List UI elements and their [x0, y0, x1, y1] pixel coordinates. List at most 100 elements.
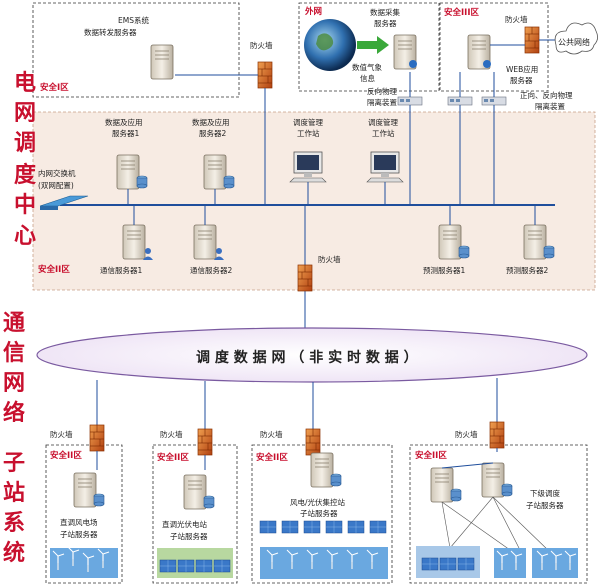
reverse-iso-label: 反向物理 [367, 86, 397, 96]
forecast-server1-label: 预测服务器1 [423, 265, 465, 275]
substation-server-icon [310, 452, 334, 488]
database-icon [223, 175, 235, 189]
data-server1-label: 数据及应用 [105, 117, 143, 127]
comm-server2-label: 通信服务器2 [190, 265, 232, 275]
zone1-box [32, 2, 240, 98]
firewall-icon [489, 421, 505, 449]
substation-server-icon [183, 474, 207, 510]
isolation-device-icon [481, 96, 507, 106]
firewall-icon [305, 428, 321, 456]
svg-text:网: 网 [14, 100, 36, 126]
switch-label: 内网交换机 [38, 168, 76, 178]
database-icon [203, 495, 215, 509]
substation-server-icon [481, 462, 505, 498]
zone-label-3: 安全III区 [444, 7, 479, 18]
zone-label-2: 安全II区 [38, 264, 70, 275]
web-label: WEB应用 [506, 64, 538, 74]
collect-label-2: 服务器 [374, 18, 397, 28]
zone-label: 安全II区 [50, 450, 82, 461]
zone-label: 安全II区 [415, 450, 447, 461]
data-server2-label: 数据及应用 [192, 117, 230, 127]
svg-text:中: 中 [14, 192, 36, 218]
data-server-icon [116, 154, 140, 190]
lower-dispatch-image [416, 546, 578, 578]
ems-server-icon [150, 44, 174, 80]
side-label-comm-network: 通 信 网 络 [3, 310, 25, 426]
substation-label: 风电/光伏集控站 [290, 497, 346, 507]
dispatch-network-label: 调 度 数 据 网 （ 非 实 时 数 据 ） [196, 349, 418, 366]
fwd-rev-iso-label-2: 隔离装置 [535, 101, 565, 111]
database-icon [501, 483, 513, 497]
zone-label: 安全II区 [157, 452, 189, 463]
database-icon [136, 175, 148, 189]
database-icon [93, 493, 105, 507]
ems-label: EMS系统 [118, 15, 149, 25]
zone-label: 安全II区 [256, 452, 288, 463]
forecast-server-icon [523, 224, 547, 260]
comm-server-icon [193, 224, 217, 260]
comm-server-icon [122, 224, 146, 260]
svg-text:子: 子 [3, 450, 25, 476]
svg-text:统: 统 [3, 540, 25, 566]
firewall-icon [524, 26, 540, 54]
substation-server-icon [430, 467, 454, 503]
database-icon [543, 245, 555, 259]
database-icon [458, 245, 470, 259]
firewall-label: 防火墙 [50, 429, 73, 439]
public-net-label: 公共网络 [558, 37, 590, 47]
zone-label: 安全I区 [40, 82, 69, 93]
forecast-server-icon [438, 224, 462, 260]
firewall-label: 防火墙 [160, 429, 183, 439]
wind-farm-image [50, 546, 118, 578]
firewall-label: 防火墙 [455, 429, 478, 439]
collect-label: 数据采集 [370, 7, 400, 17]
reverse-iso-label-2: 隔离装置 [367, 97, 397, 107]
svg-text:站: 站 [3, 480, 25, 506]
globe-mini-icon [483, 60, 491, 68]
substation-label: 直调风电场 [60, 517, 98, 527]
svg-text:调: 调 [14, 130, 36, 156]
switch-label-2: (双网配置) [38, 181, 74, 190]
globe-mini-icon [409, 60, 417, 68]
weather-label-2: 信息 [360, 73, 375, 83]
firewall-icon [89, 424, 105, 452]
dispatch-zone2-box [32, 111, 596, 291]
ws1-label-2: 工作站 [297, 128, 320, 138]
ws2-label-2: 工作站 [372, 128, 395, 138]
svg-text:心: 心 [14, 223, 36, 249]
svg-text:络: 络 [3, 400, 25, 426]
firewall-icon [297, 264, 313, 292]
svg-text:电: 电 [14, 70, 36, 96]
web-label-2: 服务器 [510, 75, 533, 85]
database-icon [450, 488, 462, 502]
isolation-device-icon [447, 96, 473, 106]
comm-server1-label: 通信服务器1 [100, 265, 142, 275]
firewall-label: 防火墙 [250, 40, 273, 50]
svg-text:通: 通 [3, 310, 25, 336]
firewall-icon [197, 428, 213, 456]
side-label-substation-system: 子 站 系 统 [3, 450, 25, 566]
data-server2-label-2: 服务器2 [199, 128, 226, 138]
isolation-device-icon [397, 96, 423, 106]
substation-label-2: 子站服务器 [60, 529, 98, 539]
substation-label: 直调光伏电站 [162, 519, 207, 529]
svg-text:度: 度 [14, 162, 37, 188]
substation-label-2: 子站服务器 [170, 531, 208, 541]
zone-label-external: 外网 [304, 6, 322, 17]
cloud-icon [554, 22, 598, 55]
solar-plant-image [157, 548, 233, 578]
arrow-icon [357, 36, 389, 54]
substation-label: 下级调度 [530, 488, 560, 498]
forecast-server2-label: 预测服务器2 [506, 265, 548, 275]
wind-solar-grid-image [259, 520, 388, 579]
data-server1-label-2: 服务器1 [112, 128, 139, 138]
side-label-dispatch-center: 电 网 调 度 中 心 [14, 70, 37, 249]
svg-text:系: 系 [3, 510, 25, 536]
ems-label-2: 数据转发服务器 [84, 27, 137, 37]
ws1-label: 调度管理 [293, 117, 323, 127]
svg-text:信: 信 [3, 340, 25, 366]
database-icon [330, 473, 342, 487]
weather-label: 数值气象 [352, 62, 382, 72]
fwd-rev-iso-label: 正向、反向物理 [520, 90, 573, 100]
